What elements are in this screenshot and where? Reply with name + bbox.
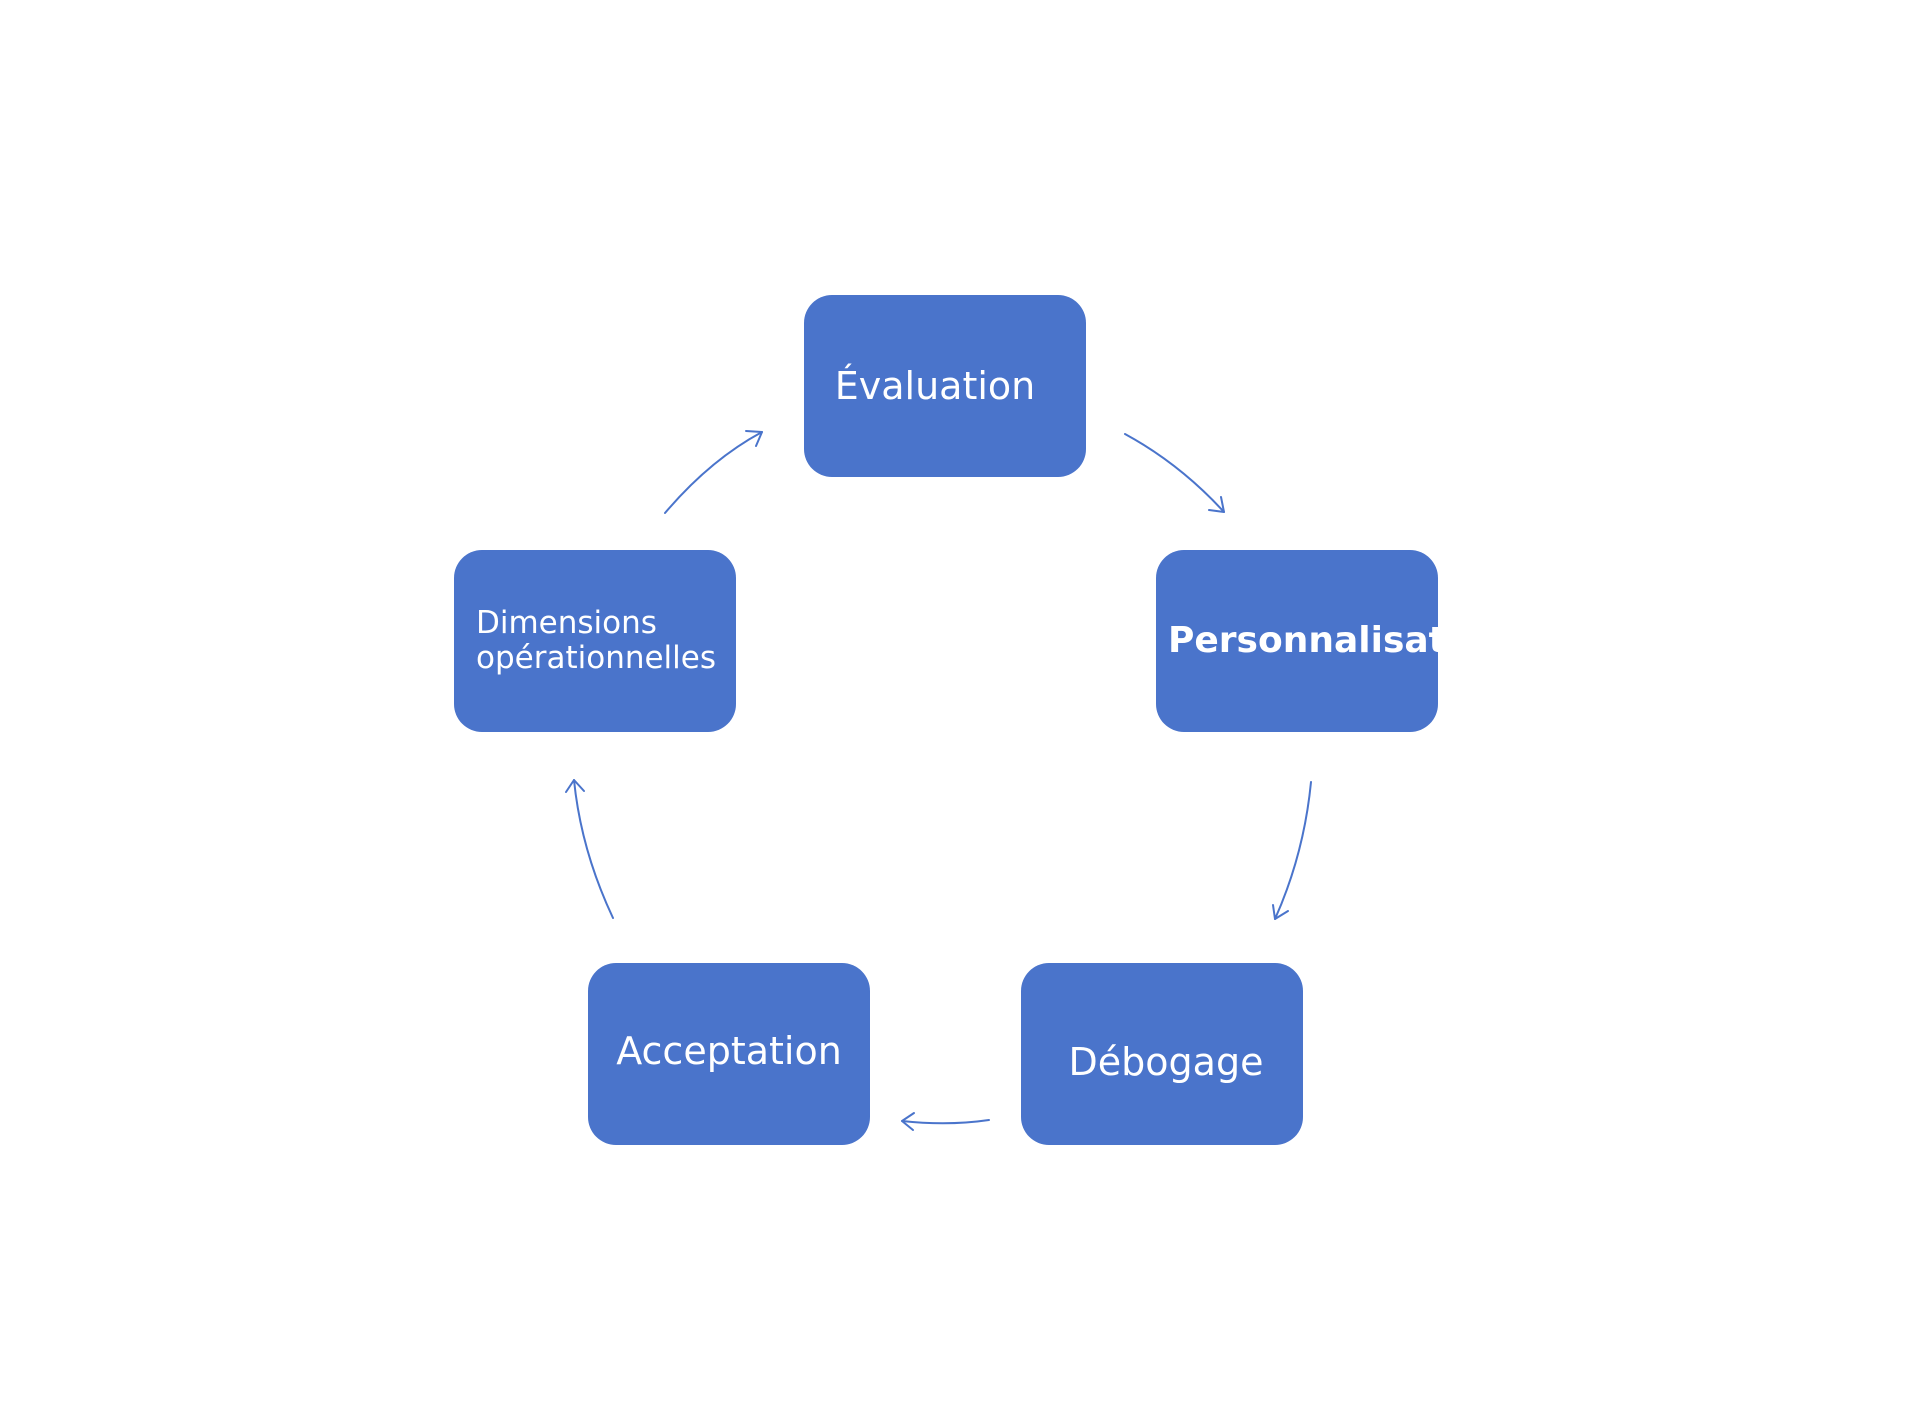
arrow-evaluation-to-personnalisation [1124, 433, 1225, 513]
node-evaluation: Évaluation [804, 295, 1086, 477]
arrow-dimensions-to-evaluation [664, 430, 763, 514]
node-label-debogage: Débogage [1068, 1039, 1264, 1084]
node-label-evaluation: Évaluation [834, 363, 1036, 408]
node-dimensions: Dimensions opérationnelles [454, 550, 736, 732]
arrow-debogage-to-acceptation [901, 1112, 990, 1131]
node-label-acceptation: Acceptation [616, 1028, 842, 1073]
node-debogage: Débogage [1021, 963, 1303, 1145]
node-label-personnalisation: Personnalisation [1168, 619, 1509, 661]
node-acceptation: Acceptation [588, 963, 870, 1145]
arrow-personnalisation-to-debogage [1272, 781, 1312, 920]
node-label-dimensions: Dimensions opérationnelles [476, 605, 717, 676]
node-personnalisation: Personnalisation [1156, 550, 1509, 732]
arrow-acceptation-to-dimensions [565, 779, 614, 919]
